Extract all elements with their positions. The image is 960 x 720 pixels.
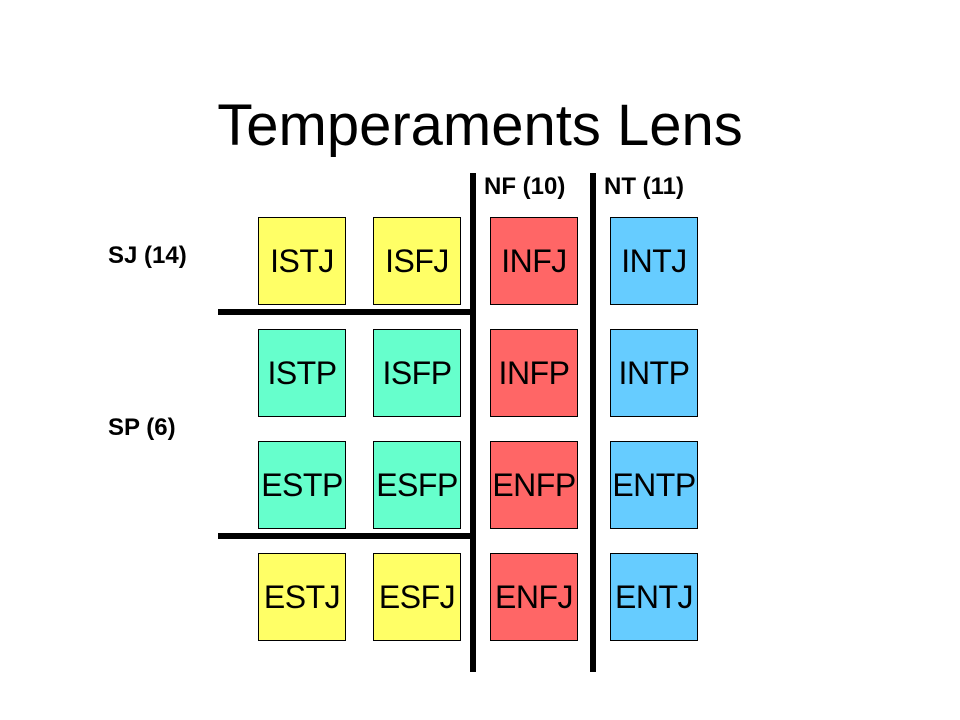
type-cell-intj: INTJ: [610, 217, 698, 305]
type-cell-esfp: ESFP: [373, 441, 461, 529]
type-cell-infj: INFJ: [490, 217, 578, 305]
sj-sp-divider-bottom: [218, 533, 474, 539]
type-cell-intp: INTP: [610, 329, 698, 417]
type-cell-isfp: ISFP: [373, 329, 461, 417]
sf-nf-divider: [470, 173, 476, 672]
type-cell-entj: ENTJ: [610, 553, 698, 641]
type-cell-isfj: ISFJ: [373, 217, 461, 305]
type-cell-enfj: ENFJ: [490, 553, 578, 641]
sj-group-label: SJ (14): [108, 242, 187, 269]
nt-group-label: NT (11): [604, 173, 685, 200]
sp-group-label: SP (6): [108, 414, 176, 441]
type-cell-istj: ISTJ: [258, 217, 346, 305]
type-cell-enfp: ENFP: [490, 441, 578, 529]
type-cell-estp: ESTP: [258, 441, 346, 529]
type-cell-estj: ESTJ: [258, 553, 346, 641]
nf-group-label: NF (10): [484, 173, 566, 200]
type-cell-esfj: ESFJ: [373, 553, 461, 641]
type-cell-entp: ENTP: [610, 441, 698, 529]
type-cell-infp: INFP: [490, 329, 578, 417]
type-cell-istp: ISTP: [258, 329, 346, 417]
nf-nt-divider: [590, 173, 596, 672]
slide-title: Temperaments Lens: [217, 93, 743, 158]
sj-sp-divider-top: [218, 309, 474, 315]
